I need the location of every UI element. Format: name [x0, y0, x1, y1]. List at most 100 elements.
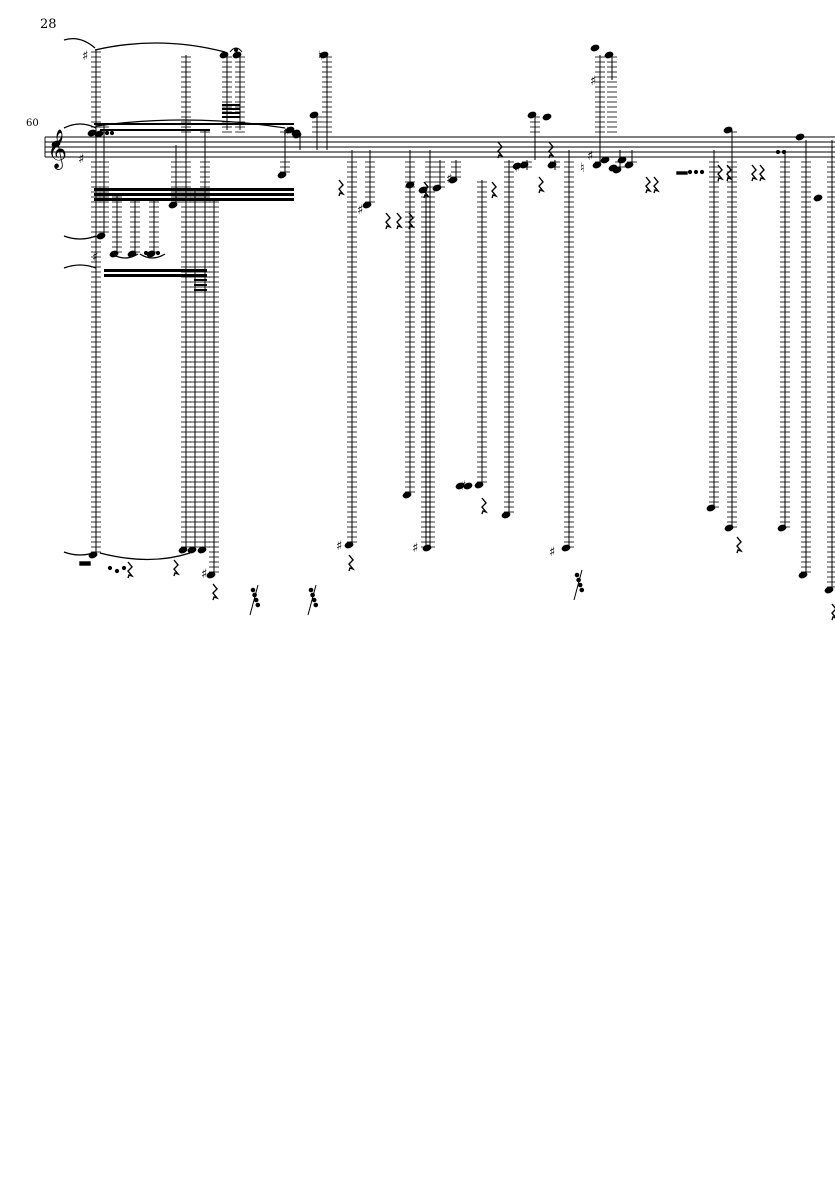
notehead — [432, 184, 442, 192]
notehead — [197, 546, 207, 554]
ties — [63, 37, 286, 561]
notehead — [777, 524, 787, 532]
svg-text:♮: ♮ — [318, 49, 323, 64]
svg-text:♯: ♯ — [549, 545, 555, 560]
quarter-rest-icon — [759, 164, 767, 182]
notehead — [96, 232, 106, 240]
svg-text:♯: ♯ — [357, 203, 363, 218]
quarter-rest-icon — [396, 212, 404, 230]
quarter-rest-icon — [385, 212, 393, 230]
rest-dot — [577, 582, 583, 588]
augmentation-dot — [114, 568, 120, 574]
svg-text:♯: ♯ — [412, 541, 418, 556]
notehead — [344, 541, 354, 549]
notehead — [512, 162, 522, 170]
augmentation-dot — [121, 565, 127, 571]
notehead — [706, 504, 716, 512]
notehead — [422, 544, 432, 552]
notehead — [542, 113, 552, 121]
rest-dot — [311, 597, 317, 603]
quarter-rest-icon — [338, 179, 346, 197]
augmentation-dot — [143, 250, 149, 256]
notehead — [87, 129, 97, 137]
svg-text:♯: ♯ — [446, 172, 452, 187]
notehead — [232, 51, 242, 59]
quarter-rest-icon — [717, 164, 725, 182]
svg-text:♯: ♯ — [82, 49, 88, 64]
notehead — [590, 44, 600, 52]
augmentation-dot — [107, 565, 113, 571]
svg-text:♯: ♯ — [336, 539, 342, 554]
notehead — [206, 571, 216, 579]
notehead — [474, 481, 484, 489]
quarter-rest-icon — [497, 141, 505, 159]
page-number: 28 — [40, 17, 57, 32]
augmentation-dot — [781, 149, 787, 155]
notehead — [277, 171, 287, 179]
notehead — [798, 571, 808, 579]
notehead — [813, 194, 823, 202]
rest-dot — [313, 602, 319, 608]
quarter-rest-icon — [348, 554, 356, 572]
svg-text:♯: ♯ — [460, 479, 466, 494]
augmentation-dot — [775, 149, 781, 155]
augmentation-dot — [149, 250, 155, 256]
notehead — [51, 140, 61, 148]
augmentation-dot — [109, 130, 115, 136]
augmentation-dot — [687, 169, 693, 175]
accidentals: ♯ ♯ ♯ ♯ ♯ ♯ ♯ ♯ ♯ ♯ ♯ ♯ ♯ ♯ ♮ ♮ — [78, 49, 596, 582]
notehead — [724, 524, 734, 532]
notehead — [285, 126, 295, 134]
notehead — [291, 129, 301, 137]
augmentation-dot — [693, 169, 699, 175]
augmentation-dot — [155, 250, 161, 256]
quarter-rest-icon — [736, 536, 744, 554]
notehead — [402, 491, 412, 499]
rest-dot — [579, 587, 585, 593]
rest-dot — [252, 592, 257, 598]
svg-text:♯: ♯ — [92, 250, 98, 265]
augmentation-dot — [104, 130, 110, 136]
quarter-rest-icon — [481, 497, 489, 515]
rest-dot — [574, 572, 580, 578]
rests-group — [79, 47, 835, 621]
stems-group — [51, 44, 835, 594]
quarter-rest-icon — [538, 176, 546, 194]
svg-text:♯: ♯ — [587, 149, 593, 164]
notehead — [547, 161, 557, 169]
notehead — [608, 164, 618, 172]
notehead — [723, 126, 733, 134]
notehead — [463, 482, 473, 490]
notehead — [501, 511, 511, 519]
quarter-rest-icon — [726, 164, 734, 182]
notehead — [219, 51, 229, 59]
notehead — [405, 181, 415, 189]
notehead — [362, 201, 372, 209]
quarter-rest-icon — [212, 583, 220, 601]
quarter-rest-icon — [548, 141, 556, 159]
notehead — [448, 176, 458, 184]
notehead — [624, 161, 634, 169]
quarter-rest-icon — [423, 181, 431, 199]
augmentation-dot — [699, 169, 705, 175]
svg-text:♯: ♯ — [78, 152, 84, 167]
rest-dot — [250, 587, 256, 593]
notehead — [795, 133, 805, 141]
notehead — [604, 51, 614, 59]
svg-text:♯: ♯ — [590, 74, 596, 89]
svg-text:♮: ♮ — [580, 161, 585, 176]
notehead — [319, 51, 329, 59]
notehead — [187, 546, 197, 554]
quarter-rest-icon — [751, 164, 759, 182]
svg-text:♯: ♯ — [283, 125, 289, 140]
treble-clef-icon: 𝄞 — [47, 129, 67, 170]
quarter-rest-icon — [127, 561, 135, 579]
half-rest-icon — [676, 171, 688, 175]
fermata-icon — [229, 47, 243, 53]
quarter-rest-icon — [491, 181, 499, 199]
quarter-rest-icon — [645, 176, 653, 194]
rest-dot — [253, 597, 259, 603]
notehead — [527, 111, 537, 119]
